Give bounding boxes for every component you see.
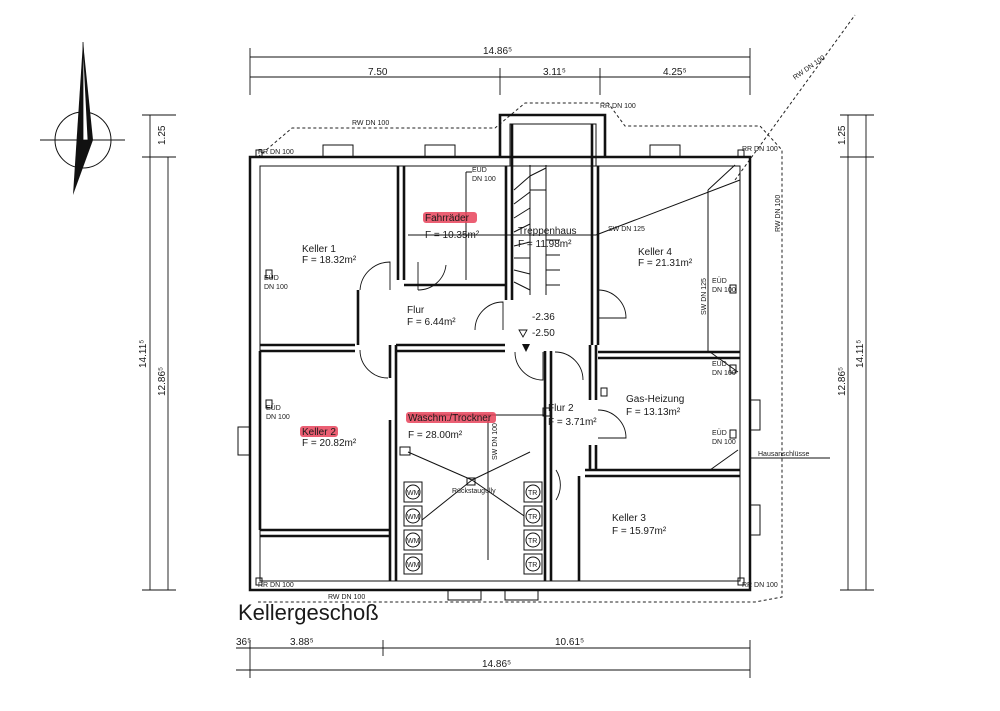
room-keller1-area: F = 18.32m² — [302, 255, 357, 266]
pipe-eud-gas-bottom: EÜD — [712, 429, 727, 437]
exterior-walls — [248, 113, 752, 592]
dim-left-inner: 12.86⁵ — [157, 367, 168, 396]
room-keller3-area: F = 15.97m² — [612, 526, 667, 537]
staircase — [513, 165, 560, 295]
room-flur-name: Flur — [407, 305, 425, 316]
level-top: -2.36 — [532, 312, 555, 323]
pipe-dn-gas-top: DN 100 — [712, 370, 736, 377]
dim-bottom-c: 10.61⁵ — [555, 637, 584, 648]
pipe-sw125-vertical: SW DN 125 — [701, 278, 708, 315]
dim-top-b: 3.11⁵ — [543, 67, 566, 78]
windows — [237, 144, 761, 601]
pipe-rueckstau: Rückstaugully — [452, 488, 496, 495]
dim-bottom-total: 14.86⁵ — [482, 659, 511, 670]
dim-right-inner: 12.86⁵ — [837, 367, 848, 396]
pipe-rw-top: RW DN 100 — [352, 120, 389, 127]
appliance-tr-3: TR — [528, 538, 537, 545]
highlight-fahrraeder — [423, 212, 477, 223]
dim-left-offset: 1.25 — [157, 125, 168, 145]
appliance-wm-4: WM — [407, 562, 420, 569]
appliance-wm-3: WM — [407, 538, 420, 545]
room-keller2-name: Keller 2 — [302, 427, 336, 438]
appliance-wm-2: WM — [407, 514, 420, 521]
appliance-wm-1: WM — [407, 490, 420, 497]
pipe-sw100-wasch: SW DN 100 — [492, 423, 499, 460]
pipe-eud-keller1: EÜD — [264, 274, 279, 282]
dim-right-offset: 1.25 — [837, 125, 848, 145]
room-keller4-name: Keller 4 — [638, 247, 672, 258]
room-waschen-area: F = 28.00m² — [408, 430, 463, 441]
room-keller4-area: F = 21.31m² — [638, 258, 693, 269]
dimension-bottom: 36⁵ 3.88⁵ 10.61⁵ 14.86⁵ — [236, 637, 751, 678]
pipe-eud-keller2: EÜD — [266, 404, 281, 412]
plan-title: Kellergeschoß — [238, 600, 379, 625]
dimension-left: 14.11⁵ 12.86⁵ 1.25 — [138, 114, 176, 591]
pipe-dn-keller4: DN 100 — [712, 287, 736, 294]
room-keller2-area: F = 20.82m² — [302, 438, 357, 449]
room-treppenhaus-area: F = 11.98m² — [518, 239, 572, 250]
pipe-rr-top-left: RR DN 100 — [258, 149, 294, 156]
pipe-rw-bottom: RW DN 100 — [328, 594, 365, 601]
pipe-rr-bottom-right: RR DN 100 — [742, 582, 778, 589]
pipe-sw125-top: SW DN 125 — [608, 226, 645, 233]
appliance-tr-2: TR — [528, 514, 537, 521]
dim-right-total: 14.11⁵ — [855, 340, 866, 368]
room-waschen-name: Waschm./Trockner — [408, 413, 492, 424]
appliance-tr-4: TR — [528, 562, 537, 569]
pipe-eud-fahrraeder: EÜD — [472, 166, 487, 174]
north-arrow-icon — [40, 41, 125, 195]
room-flur-area: F = 6.44m² — [407, 317, 456, 328]
doors — [359, 261, 627, 501]
room-keller3-name: Keller 3 — [612, 513, 646, 524]
interior-walls — [258, 124, 740, 581]
dim-top-c: 4.25⁵ — [663, 67, 687, 78]
dim-left-total: 14.11⁵ — [138, 340, 149, 368]
dim-top-a: 7.50 — [368, 67, 388, 78]
room-flur2-area: F = 3.71m² — [548, 417, 597, 428]
appliance-tr-1: TR — [528, 490, 537, 497]
appliances-left: WM WM WM WM — [403, 481, 423, 575]
pipe-eud-gas-top: EÜD — [712, 360, 727, 368]
pipe-dn-gas-bottom: DN 100 — [712, 439, 736, 446]
room-flur2-name: Flur 2 — [548, 403, 574, 414]
dim-bottom-b: 3.88⁵ — [290, 637, 314, 648]
room-fahrraeder-name: Fahrräder — [425, 213, 470, 224]
highlight-waschen — [406, 412, 496, 423]
pipe-rr-top-right: RR DN 100 — [600, 103, 636, 110]
pipe-rr-right: RR DN 100 — [742, 146, 778, 153]
level-bottom: -2.50 — [532, 328, 555, 339]
room-labels: Keller 1 F = 18.32m² Fahrräder F = 10.35… — [302, 213, 693, 537]
appliances-right: TR TR TR TR — [523, 481, 543, 575]
pipe-hausanschluss: Hausanschlüsse — [758, 451, 809, 458]
room-fahrraeder-area: F = 10.35m² — [425, 230, 480, 241]
dim-bottom-a: 36⁵ — [236, 637, 251, 648]
pipe-dn-keller2: DN 100 — [266, 414, 290, 421]
room-gasheizung-name: Gas-Heizung — [626, 394, 684, 405]
highlight-keller2 — [300, 426, 338, 437]
dimension-right: 12.86⁵ 14.11⁵ 1.25 — [837, 114, 874, 591]
pipe-rr-bottom-left: RR DN 100 — [258, 582, 294, 589]
pipe-dn-fahrraeder: DN 100 — [472, 176, 496, 183]
dimension-top: 14.86⁵ 7.50 3.11⁵ 4.25⁵ — [249, 46, 751, 95]
pipe-rw-right: RW DN 100 — [775, 195, 782, 232]
pipe-dn-keller1: DN 100 — [264, 284, 288, 291]
dim-top-total: 14.86⁵ — [483, 46, 512, 57]
room-gasheizung-area: F = 13.13m² — [626, 407, 681, 418]
room-treppenhaus-name: Treppenhaus — [518, 226, 577, 237]
room-keller1-name: Keller 1 — [302, 244, 336, 255]
pipe-eud-keller4: EÜD — [712, 277, 727, 285]
